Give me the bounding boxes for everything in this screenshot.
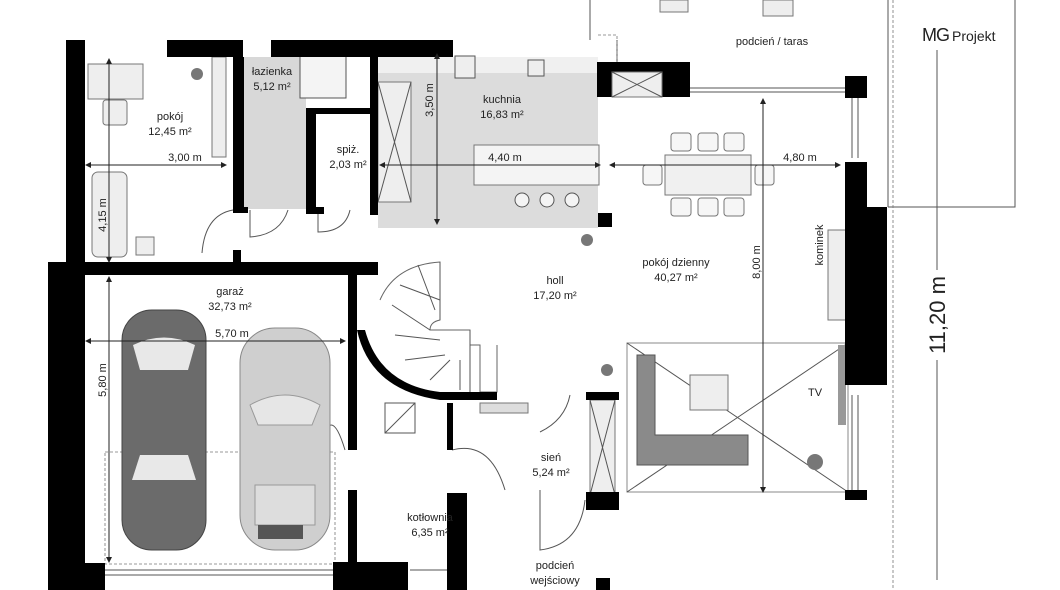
- dim-pokoj-width: 3,00 m: [168, 152, 202, 164]
- svg-text:MG: MG: [922, 25, 949, 45]
- bathroom-floor: [244, 57, 306, 209]
- dining-table: [664, 154, 752, 196]
- room-pokoj-name: pokój: [157, 111, 183, 123]
- room-kotlownia-area: 6,35 m²: [411, 527, 449, 539]
- stair-wall: [357, 330, 497, 400]
- sink-icon: [527, 59, 545, 77]
- staircase: [379, 261, 498, 393]
- plant-icons: [191, 68, 823, 470]
- room-lazienka-area: 5,12 m²: [253, 81, 291, 93]
- stove-icon: [454, 55, 476, 79]
- room-kominek-name: kominek: [814, 224, 826, 265]
- room-spiz-area: 2,03 m²: [329, 159, 367, 171]
- rug: [626, 342, 849, 493]
- room-pokoj-area: 12,45 m²: [148, 126, 192, 138]
- dim-garaz-height: 5,80 m: [97, 363, 109, 397]
- dim-dzienny-width: 4,80 m: [783, 152, 817, 164]
- tv-unit: [838, 345, 846, 425]
- coffee-table: [689, 374, 729, 411]
- dim-kuchnia-height: 3,50 m: [424, 83, 436, 117]
- fireplace: [827, 229, 847, 321]
- room-kotlownia-name: kotłownia: [407, 512, 454, 524]
- dim-kuchnia-width: 4,40 m: [488, 152, 522, 164]
- room-podcien-name-2: wejściowy: [529, 575, 580, 587]
- kitchen-counter: [378, 57, 598, 73]
- walls: [48, 40, 887, 590]
- shower: [299, 49, 347, 99]
- dim-total-height: 11,20 m: [925, 276, 950, 354]
- room-podcien-name: podcień: [536, 560, 575, 572]
- sofa: [636, 354, 749, 466]
- chair: [102, 99, 128, 126]
- room-holl-name: holl: [546, 275, 563, 287]
- dim-pokoj-height: 4,15 m: [97, 198, 109, 232]
- dimension-lines: [85, 50, 938, 580]
- cabinet: [135, 236, 155, 256]
- car-light: [239, 327, 331, 551]
- desk: [87, 63, 144, 100]
- dining-chairs: [642, 132, 775, 217]
- room-lazienka-name: łazienka: [252, 66, 293, 78]
- room-dzienny-name: pokój dzienny: [642, 257, 710, 269]
- kitchen-floor: [378, 57, 598, 228]
- room-garaz-name: garaż: [216, 286, 244, 298]
- doors: [201, 209, 586, 551]
- room-sien-name: sień: [541, 452, 561, 464]
- room-sien-area: 5,24 m²: [532, 467, 570, 479]
- wardrobe: [211, 56, 227, 158]
- room-spiz-name: spiż.: [337, 144, 360, 156]
- room-kuchnia-name: kuchnia: [483, 94, 522, 106]
- room-holl-area: 17,20 m²: [533, 290, 577, 302]
- car-dark: [121, 309, 207, 551]
- dim-garaz-width: 5,70 m: [215, 328, 249, 340]
- room-garaz-area: 32,73 m²: [208, 301, 252, 313]
- room-taras-name: podcień / taras: [736, 36, 809, 48]
- dim-dzienny-height: 8,00 m: [751, 245, 763, 279]
- tv-label: TV: [808, 387, 823, 399]
- mg-projekt-logo: MG Projekt: [922, 25, 996, 45]
- room-kuchnia-area: 16,83 m²: [480, 109, 524, 121]
- bar-stools: [514, 192, 580, 208]
- boiler: [384, 402, 416, 434]
- svg-text:Projekt: Projekt: [952, 28, 996, 44]
- room-dzienny-area: 40,27 m²: [654, 272, 698, 284]
